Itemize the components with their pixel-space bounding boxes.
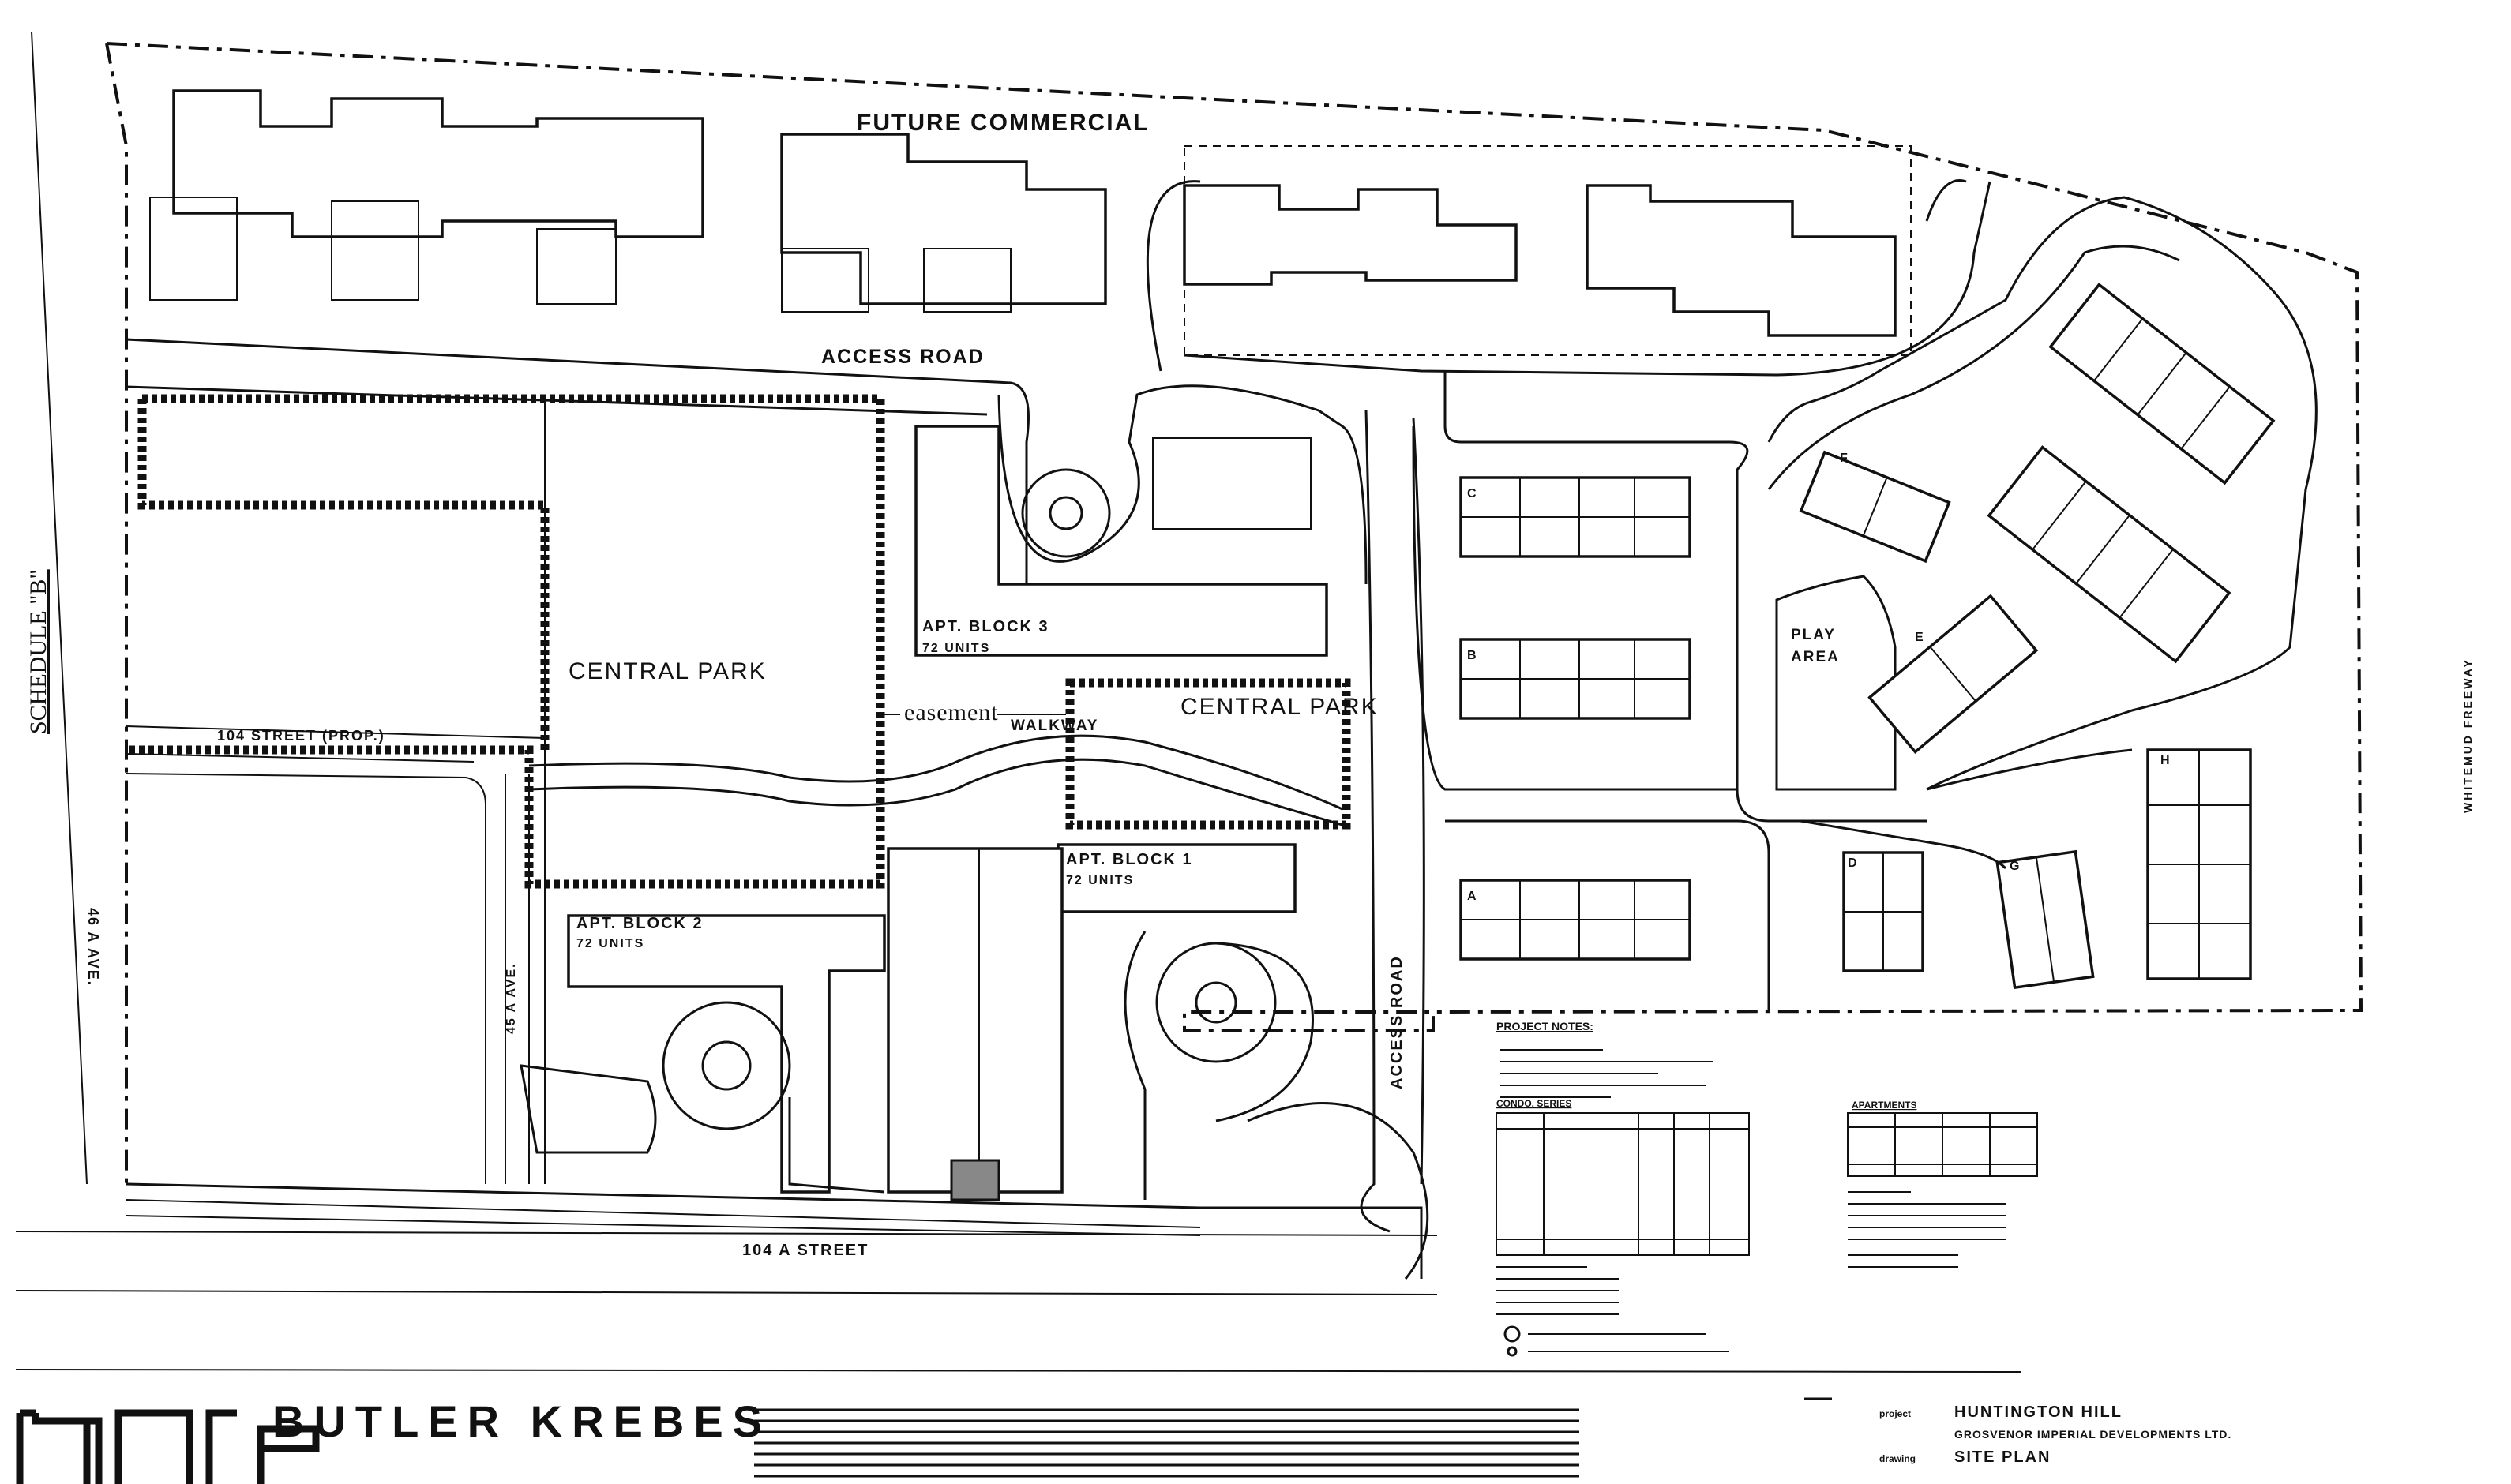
access-road-top-label: ACCESS ROAD [821, 346, 985, 368]
project-key: project [1879, 1408, 1911, 1419]
access-road-east [1247, 410, 1429, 1280]
project-notes [1496, 1049, 2038, 1357]
building-f-letter: F [1840, 452, 1849, 465]
hatched-structure [950, 1159, 1000, 1201]
central-park-east-label: CENTRAL PARK [1180, 694, 1379, 720]
condo-series-heading: CONDO. SERIES [1496, 1098, 1571, 1109]
apt-block-3 [914, 384, 1368, 657]
building-g-letter: G [2010, 860, 2021, 873]
avenue-46a-label: 46 A AVE. [85, 908, 101, 987]
avenue-45a [505, 774, 530, 1184]
street-104-label: 104 STREET (PROP.) [217, 728, 385, 744]
apt-block-2-name: APT. BLOCK 2 [576, 915, 704, 932]
apt-block-3-name: APT. BLOCK 3 [922, 618, 1049, 635]
title-block [16, 1397, 1832, 1484]
building-a-letter: A [1467, 890, 1478, 903]
building-d-letter: D [1848, 856, 1859, 870]
apt-block-2 [520, 914, 886, 1194]
apt-block-1 [887, 843, 1314, 1200]
central-park-main-label: CENTRAL PARK [569, 658, 767, 684]
building-h-letter: H [2160, 754, 2171, 767]
firm-name: BUTLER KREBES [272, 1396, 771, 1446]
condo-buildings-defgh [1767, 196, 2318, 990]
client-name: GROSVENOR IMPERIAL DEVELOPMENTS LTD. [1954, 1428, 2231, 1441]
play-area-label-1: PLAY [1791, 627, 1836, 643]
building-e-letter: E [1915, 631, 1925, 644]
play-area-label-2: AREA [1791, 649, 1840, 665]
apt-block-1-units: 72 UNITS [1066, 874, 1134, 887]
firm-logo [16, 1409, 320, 1484]
play-area [1775, 575, 1897, 791]
project-name: HUNTINGTON HILL [1954, 1403, 2123, 1421]
building-c-letter: C [1467, 487, 1478, 500]
future-commercial-buildings [149, 89, 1912, 356]
street-104a-label: 104 A STREET [742, 1242, 869, 1259]
avenue-45a-label: 45 A AVE. [505, 962, 518, 1034]
freeway-label: WHITEMUD FREEWAY [2461, 658, 2474, 813]
project-notes-title: PROJECT NOTES: [1496, 1020, 1593, 1032]
building-b-letter: B [1467, 649, 1478, 662]
apt-block-3-units: 72 UNITS [922, 642, 990, 655]
walkway-path [528, 734, 1343, 826]
apt-block-1-name: APT. BLOCK 1 [1066, 851, 1193, 868]
drawing-key: drawing [1879, 1453, 1916, 1464]
street-104-proposed [126, 725, 546, 1184]
schedule-b-label: SCHEDULE "B" [25, 569, 51, 734]
street-104a [126, 1199, 1201, 1236]
apt-block-2-units: 72 UNITS [576, 937, 644, 950]
easement-label: easement [904, 699, 999, 725]
central-park-main [126, 394, 885, 1184]
walkway-label: WALKWAY [1011, 718, 1098, 734]
central-park-east [1065, 678, 1351, 830]
future-commercial-label: FUTURE COMMERCIAL [857, 110, 1150, 136]
access-road-east-label: ACCESS ROAD [1388, 955, 1406, 1089]
condo-buildings-abc [1412, 371, 1927, 1010]
access-road-top [126, 179, 1991, 616]
apartments-heading: APARTMENTS [1852, 1100, 1916, 1111]
drawing-name: SITE PLAN [1954, 1448, 2051, 1466]
